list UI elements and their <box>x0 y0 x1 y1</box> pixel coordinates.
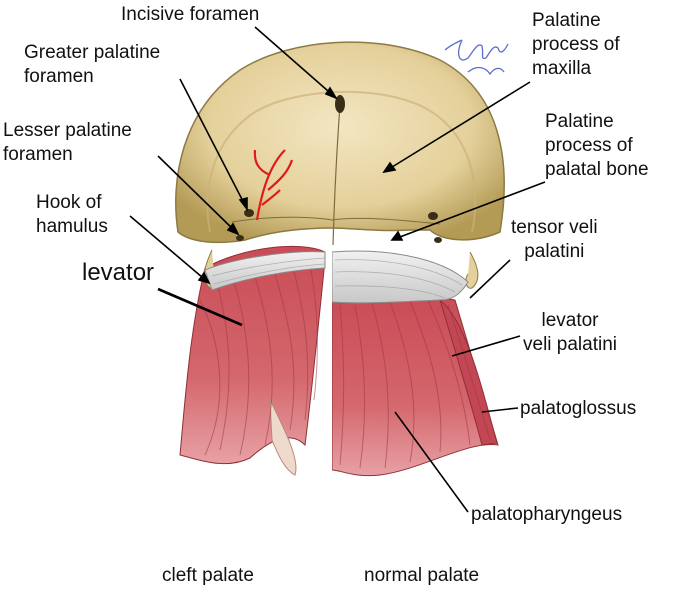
incisive-foramen-label: Incisive foramen <box>121 4 260 25</box>
artist-signature <box>444 39 509 76</box>
levator-label: levator <box>82 259 155 286</box>
tensor-veli-palatini-label: tensor veli palatini <box>511 217 598 262</box>
leader-lines <box>129 26 546 513</box>
tensor-tendon <box>204 250 469 304</box>
left-muscle-mass <box>179 245 326 476</box>
cleft-gap <box>326 240 332 480</box>
greater-palatine-foramen-label: Greater palatine foramen <box>24 42 161 87</box>
palatoglossus-label: palatoglossus <box>520 398 637 419</box>
palatine-process-maxilla-label: Palatine process of maxilla <box>532 10 620 79</box>
palatine-process-palatal-bone-label: Palatine process of palatal bone <box>545 111 649 180</box>
levator-veli-palatini-label: levator veli palatini <box>523 310 617 355</box>
palatopharyngeus-label: palatopharyngeus <box>471 504 623 525</box>
hook-of-hamulus-label: Hook of hamulus <box>36 192 108 237</box>
cleft-palate-caption: cleft palate <box>162 565 254 586</box>
normal-palate-caption: normal palate <box>364 565 480 586</box>
lesser-palatine-foramen-label: Lesser palatine foramen <box>3 120 132 165</box>
right-muscle-mass <box>331 295 499 477</box>
